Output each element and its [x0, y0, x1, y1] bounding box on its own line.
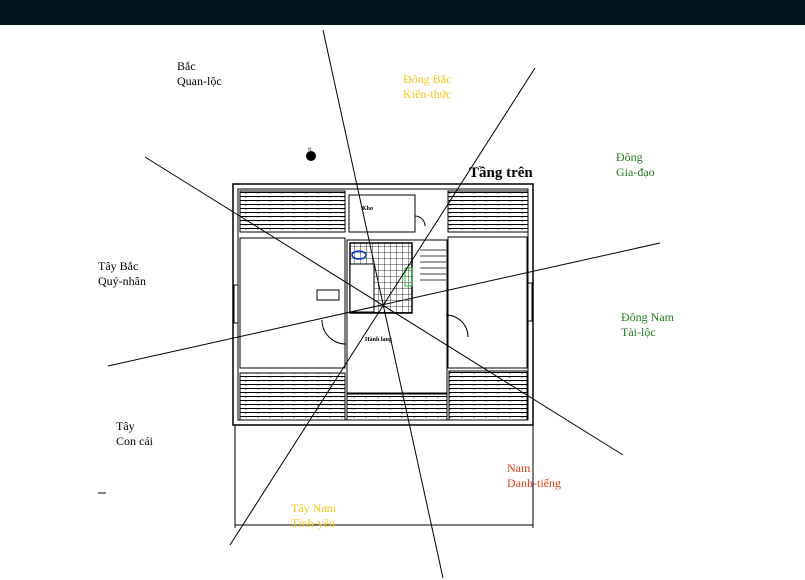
direction-name: Đông Nam: [621, 310, 674, 324]
direction-meaning: Gia-đạo: [616, 165, 655, 179]
hatched-zone: [346, 393, 448, 421]
direction-name: Tây Nam: [291, 501, 336, 515]
hatched-zone: [239, 372, 346, 421]
direction-name: Đông Bắc: [403, 72, 452, 86]
direction-name: Đông: [616, 150, 643, 164]
direction-meaning: Danh-tiếng: [507, 476, 561, 490]
building-outline: [232, 183, 534, 426]
direction-southwest: Tây Nam Tình-yêu: [291, 501, 336, 531]
room-label-storage: Kho: [362, 206, 373, 212]
direction-meaning: Kiến-thức: [403, 87, 452, 101]
direction-name: Tây: [116, 419, 135, 433]
room-right: [447, 236, 528, 369]
direction-name: Nam: [507, 461, 531, 475]
direction-east: Đông Gia-đạo: [616, 150, 655, 180]
direction-southeast: Đông Nam Tài-lộc: [621, 310, 674, 340]
hatched-zone: [239, 190, 346, 233]
direction-name: Tây Bắc: [98, 259, 139, 273]
hatched-zone: [448, 370, 528, 421]
direction-meaning: Tình-yêu: [291, 516, 335, 530]
title-bar: [0, 0, 805, 25]
direction-west: Tây Con cái: [116, 419, 153, 449]
direction-meaning: Quan-lộc: [177, 74, 222, 88]
direction-south: Nam Danh-tiếng: [507, 461, 561, 491]
direction-lines: [107, 29, 661, 579]
hatched-zone: [447, 190, 529, 233]
room-storage: [348, 194, 416, 233]
north-arrow-icon: [306, 151, 316, 161]
direction-meaning: Quý-nhân: [98, 274, 146, 288]
north-label: N: [308, 148, 312, 153]
dimension-lines: [234, 425, 534, 528]
direction-name: Bắc: [177, 59, 196, 73]
direction-north: Bắc Quan-lộc: [177, 59, 222, 89]
direction-meaning: Con cái: [116, 434, 153, 448]
direction-meaning: Tài-lộc: [621, 325, 656, 339]
direction-northwest: Tây Bắc Quý-nhân: [98, 259, 146, 289]
room-label-hallway: Hành lang: [365, 337, 392, 343]
direction-northeast: Đông Bắc Kiến-thức: [403, 72, 452, 102]
room-left: [239, 237, 346, 369]
plan-title: Tầng trên: [469, 165, 533, 181]
